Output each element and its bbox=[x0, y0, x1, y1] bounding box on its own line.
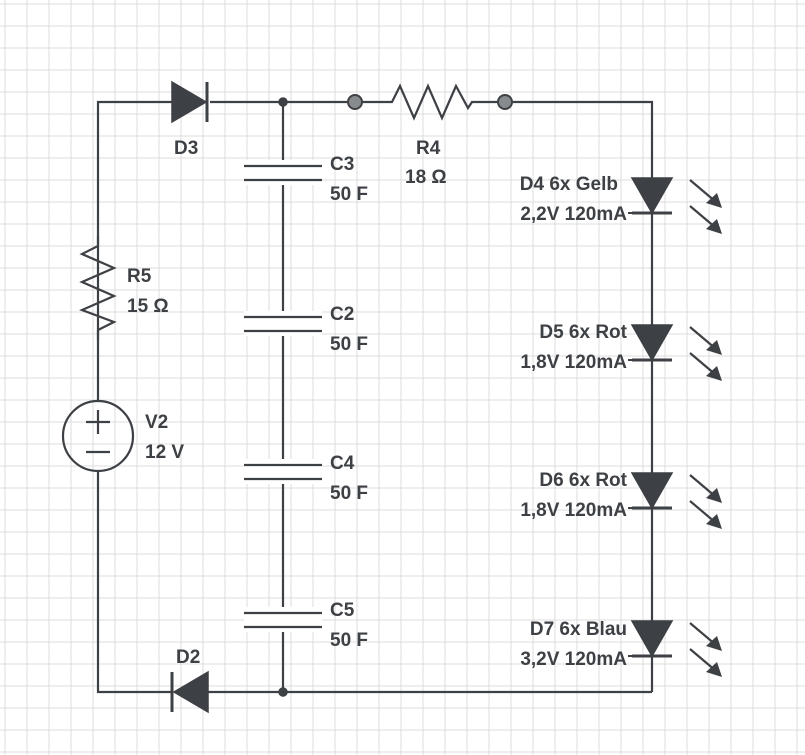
junction-bottom bbox=[278, 687, 288, 697]
voltage-source-v2-value: 12 V bbox=[145, 442, 184, 463]
wire-bottom-left bbox=[96, 470, 172, 694]
led-d5[interactable] bbox=[628, 324, 722, 473]
resistor-r5-zigzag bbox=[79, 236, 117, 331]
diode-d3-label: D3 bbox=[174, 138, 198, 159]
light-arrow-head-icon bbox=[706, 219, 722, 234]
light-arrow-head-icon bbox=[706, 514, 722, 529]
diode-d2[interactable]: D2 bbox=[170, 647, 209, 714]
resistor-r4-name: R4 bbox=[416, 138, 441, 159]
capacitor-c2-value: 50 F bbox=[330, 334, 368, 355]
resistor-r5[interactable]: R5 15 Ω bbox=[79, 236, 169, 331]
resistor-r4-zigzag bbox=[362, 83, 498, 121]
capacitor-c3[interactable]: C3 50 F bbox=[244, 154, 368, 205]
led-d4-value: 2,2V 120mA bbox=[520, 204, 627, 225]
led-d6[interactable] bbox=[628, 472, 722, 621]
junction-top bbox=[278, 97, 288, 107]
resistor-r4-terminal-right bbox=[497, 94, 513, 110]
led-d5-name: D5 6x Rot bbox=[539, 322, 627, 343]
led-d4-name: D4 6x Gelb bbox=[520, 174, 618, 195]
capacitor-c3-name: C3 bbox=[330, 154, 354, 175]
led-d7[interactable] bbox=[628, 620, 722, 677]
capacitor-c4-name: C4 bbox=[330, 453, 355, 474]
capacitor-c4-value: 50 F bbox=[330, 483, 368, 504]
diode-d2-label: D2 bbox=[176, 647, 200, 668]
diode-d3-triangle bbox=[171, 80, 208, 124]
voltage-source-v2[interactable]: V2 12 V bbox=[61, 399, 184, 473]
light-arrow-head-icon bbox=[706, 662, 722, 677]
led-d6-triangle bbox=[630, 472, 674, 510]
capacitor-c2[interactable]: C2 50 F bbox=[244, 304, 368, 355]
light-arrow-head-icon bbox=[706, 340, 722, 355]
light-arrow-head-icon bbox=[706, 366, 722, 381]
led-d6-name: D6 6x Rot bbox=[539, 470, 627, 491]
diode-d3[interactable]: D3 bbox=[171, 80, 209, 159]
resistor-r4-terminal-left bbox=[347, 94, 363, 110]
resistor-r5-value: 15 Ω bbox=[127, 296, 169, 317]
capacitor-c4[interactable]: C4 50 F bbox=[244, 453, 368, 504]
capacitor-c5[interactable]: C5 50 F bbox=[244, 600, 368, 651]
light-arrow-head-icon bbox=[706, 636, 722, 651]
voltage-source-v2-name: V2 bbox=[145, 412, 168, 433]
capacitor-c2-name: C2 bbox=[330, 304, 354, 325]
diode-d2-triangle bbox=[172, 670, 209, 714]
resistor-r5-name: R5 bbox=[127, 266, 152, 287]
light-arrow-head-icon bbox=[706, 488, 722, 503]
led-d7-name: D7 6x Blau bbox=[530, 619, 627, 640]
wire-top-right bbox=[513, 100, 654, 178]
capacitor-c3-value: 50 F bbox=[330, 184, 368, 205]
led-d7-value: 3,2V 120mA bbox=[520, 649, 627, 670]
led-chain bbox=[628, 177, 722, 677]
led-d5-triangle bbox=[630, 324, 674, 362]
capacitor-c5-name: C5 bbox=[330, 600, 355, 621]
light-arrow-head-icon bbox=[706, 193, 722, 208]
led-d4-triangle bbox=[630, 177, 674, 215]
resistor-r4[interactable]: R4 18 Ω bbox=[347, 83, 513, 188]
resistor-r4-value: 18 Ω bbox=[405, 167, 447, 188]
led-d5-value: 1,8V 120mA bbox=[520, 352, 627, 373]
led-d4[interactable] bbox=[628, 177, 722, 325]
led-d6-value: 1,8V 120mA bbox=[520, 500, 627, 521]
led-d7-triangle bbox=[630, 620, 674, 658]
capacitor-c5-value: 50 F bbox=[330, 630, 368, 651]
voltage-source-v2-circle bbox=[61, 399, 135, 473]
